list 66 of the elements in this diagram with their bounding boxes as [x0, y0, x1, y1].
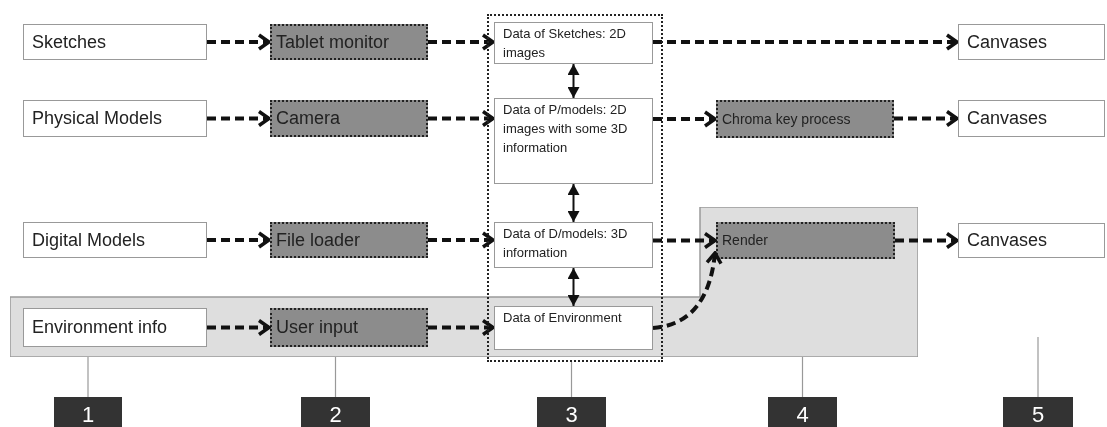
- step-number: 2: [329, 403, 342, 427]
- dashed-arrow: [428, 33, 495, 51]
- dashed-arrow: [207, 231, 271, 249]
- dashed-arrow: [653, 33, 959, 51]
- dashed-arrow: [895, 231, 959, 250]
- step-number: 5: [1031, 403, 1045, 427]
- box-label: Chroma key process: [722, 109, 851, 129]
- device-box: [270, 24, 428, 60]
- step-number: 1: [81, 403, 95, 427]
- data-box: [494, 306, 653, 350]
- step-number: 4: [796, 403, 809, 427]
- device-box: [270, 222, 428, 258]
- source-box: [958, 100, 1105, 137]
- box-label: Render: [722, 231, 768, 250]
- dashed-arrow: [653, 231, 717, 250]
- box-label: Environment info: [32, 316, 168, 339]
- step-number-box: [54, 397, 122, 427]
- box-label: Canvases: [967, 30, 1048, 54]
- data-box: [494, 22, 653, 64]
- double-arrow: [567, 267, 580, 307]
- step-number-box: [301, 397, 370, 427]
- box-label: Data of P/models: 2D images with some 3D information: [503, 101, 629, 157]
- leader-line: [334, 356, 337, 398]
- box-label: Canvases: [967, 229, 1048, 252]
- source-box: [958, 24, 1105, 60]
- process-box: [716, 100, 894, 138]
- device-box: [270, 308, 428, 347]
- dashed-arrow: [653, 110, 717, 128]
- box-label: User input: [276, 316, 359, 339]
- step-number: 3: [565, 403, 578, 427]
- box-label: Data of Sketches: 2D images: [503, 25, 627, 62]
- box-label: Physical Models: [32, 107, 163, 130]
- dashed-arrow: [652, 251, 723, 330]
- box-label: Tablet monitor: [276, 30, 390, 54]
- dashed-arrow: [207, 318, 271, 337]
- box-label: Sketches: [32, 30, 107, 54]
- process-box: [716, 222, 895, 259]
- source-box: [958, 223, 1105, 258]
- box-label: Canvases: [967, 107, 1048, 130]
- box-label: File loader: [276, 228, 361, 252]
- source-box: [23, 100, 207, 137]
- box-label: Digital Models: [32, 228, 146, 252]
- data-box: [494, 222, 653, 268]
- double-arrow: [567, 183, 580, 223]
- dashed-arrow: [428, 109, 495, 128]
- source-box: [23, 222, 207, 258]
- step-number-box: [768, 397, 837, 427]
- step-number-box: [1003, 397, 1073, 427]
- leader-line: [570, 361, 573, 398]
- dashed-arrow: [428, 231, 495, 249]
- source-box: [23, 24, 207, 60]
- box-label: Data of Environment: [503, 309, 623, 327]
- dashed-arrow: [428, 318, 495, 337]
- data-box: [494, 98, 653, 184]
- box-label: Camera: [276, 107, 341, 130]
- device-box: [270, 100, 428, 137]
- dashed-arrow: [207, 109, 271, 128]
- leader-line: [801, 356, 804, 398]
- double-arrow: [567, 63, 580, 99]
- source-box: [23, 308, 207, 347]
- step-number-box: [537, 397, 606, 427]
- box-label: Data of D/models: 3D information: [503, 225, 629, 262]
- leader-line: [87, 356, 89, 398]
- leader-line: [1037, 336, 1039, 398]
- dashed-arrow: [894, 109, 959, 128]
- dashed-arrow: [207, 33, 271, 51]
